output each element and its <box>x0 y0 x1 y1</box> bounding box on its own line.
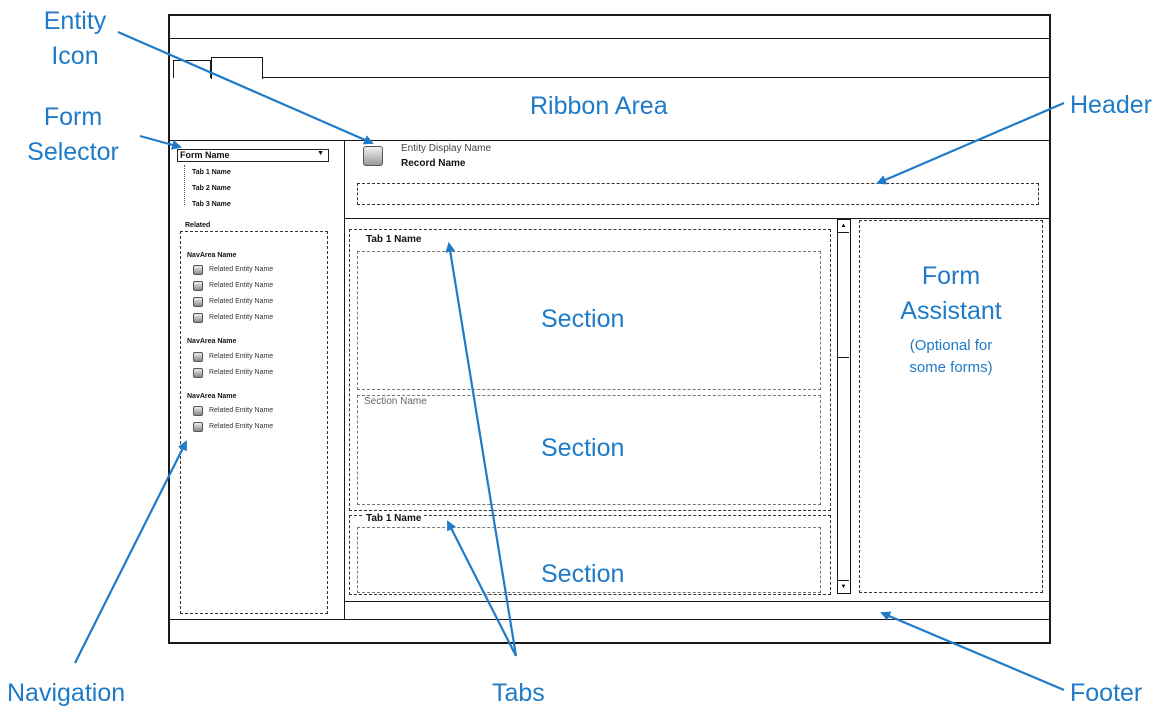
section-3-label: Section <box>541 560 625 588</box>
callout-header: Header <box>1070 91 1152 119</box>
callout-entity-icon-line2: Icon <box>51 41 99 70</box>
ribbon-tab-2[interactable] <box>211 57 263 79</box>
callout-tabs: Tabs <box>492 679 545 707</box>
tab-strip-divider <box>262 77 1051 78</box>
form-tab-link-3[interactable]: Tab 3 Name <box>192 201 231 208</box>
section-2 <box>357 395 821 505</box>
title-bar-divider <box>168 38 1051 39</box>
form-tab-tree-line <box>184 165 185 205</box>
form-wireframe <box>168 14 1051 644</box>
nav-area-title-2: NavArea Name <box>187 338 237 345</box>
form-selector-dropdown[interactable]: Form Name ▼ <box>177 149 329 162</box>
tab-1-title[interactable]: Tab 1 Name <box>364 234 424 245</box>
body-bottom-divider <box>344 601 1051 602</box>
form-selector-value: Form Name <box>180 150 230 160</box>
nav-item-label: Related Entity Name <box>209 314 274 321</box>
callout-entity-icon: Entity Icon <box>30 4 120 73</box>
form-assistant-note-1: (Optional for <box>909 337 993 354</box>
nav-item-label: Related Entity Name <box>209 298 274 305</box>
entity-icon <box>193 281 203 291</box>
related-label: Related <box>185 222 211 229</box>
ribbon-bottom-divider <box>168 140 1051 141</box>
nav-column-divider <box>344 140 345 620</box>
scroll-thumb[interactable] <box>838 232 849 358</box>
tab-1 <box>349 229 831 511</box>
section-1 <box>357 251 821 390</box>
callout-form-selector-line1: Form <box>43 103 103 131</box>
tab-2 <box>349 515 831 595</box>
entity-display-name: Entity Display Name <box>401 143 492 154</box>
footer-top-divider <box>168 619 1051 620</box>
nav-item-label: Related Entity Name <box>209 353 274 360</box>
entity-icon <box>193 265 203 275</box>
form-assistant-title-2: Assistant <box>900 297 1002 325</box>
section-3 <box>357 527 821 593</box>
nav-item-label: Related Entity Name <box>209 369 274 376</box>
callout-footer: Footer <box>1070 679 1143 707</box>
vertical-scrollbar[interactable]: ▲ ▼ <box>837 219 851 594</box>
form-tab-link-1[interactable]: Tab 1 Name <box>192 169 231 176</box>
section-1-label: Section <box>541 305 625 333</box>
navigation-pane <box>180 231 328 614</box>
chevron-down-icon: ▼ <box>317 150 324 157</box>
entity-icon <box>193 406 203 416</box>
form-assistant-note-2: some forms) <box>909 359 993 376</box>
entity-icon <box>363 146 383 166</box>
record-name: Record Name <box>401 158 466 169</box>
scroll-down-button[interactable]: ▼ <box>838 580 849 593</box>
nav-area-title-3: NavArea Name <box>187 393 237 400</box>
callout-entity-icon-line1: Entity <box>43 7 107 35</box>
scroll-up-button[interactable]: ▲ <box>838 220 849 233</box>
section-2-name: Section Name <box>364 396 427 407</box>
nav-item-label: Related Entity Name <box>209 282 274 289</box>
section-2-label: Section <box>541 434 625 462</box>
nav-item-label: Related Entity Name <box>209 423 274 430</box>
entity-icon <box>193 368 203 378</box>
form-assistant-pane <box>859 220 1043 593</box>
form-assistant-title-1: Form <box>921 262 981 290</box>
callout-navigation: Navigation <box>7 679 126 707</box>
callout-form-selector-line2: Selector <box>27 137 119 166</box>
entity-icon <box>193 352 203 362</box>
ribbon-area-label: Ribbon Area <box>530 92 668 120</box>
callout-form-selector: Form Selector <box>18 100 128 169</box>
form-tab-link-2[interactable]: Tab 2 Name <box>192 185 231 192</box>
ribbon-tab-1[interactable] <box>173 60 211 78</box>
entity-icon <box>193 297 203 307</box>
nav-area-title-1: NavArea Name <box>187 252 237 259</box>
nav-item-label: Related Entity Name <box>209 266 274 273</box>
header-fields-area <box>357 183 1039 205</box>
nav-item-label: Related Entity Name <box>209 407 274 414</box>
tab-2-title[interactable]: Tab 1 Name <box>364 513 424 524</box>
entity-icon <box>193 313 203 323</box>
entity-icon <box>193 422 203 432</box>
header-bottom-divider <box>344 218 1051 219</box>
